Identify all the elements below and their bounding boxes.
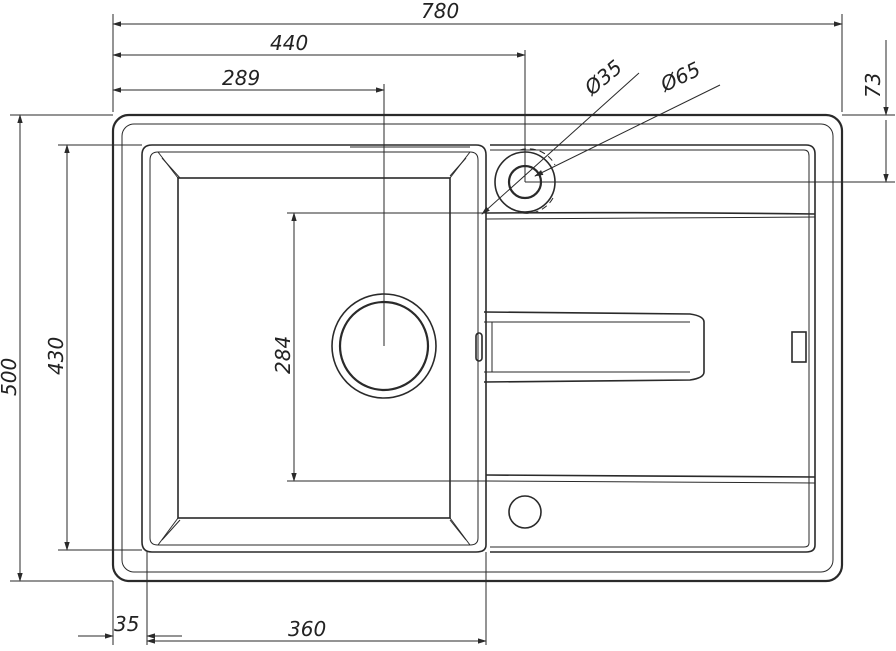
dim-tap-hole-large: Ø65 bbox=[534, 57, 721, 177]
dim-label-440: 440 bbox=[270, 31, 308, 55]
dim-label-284: 284 bbox=[271, 336, 295, 374]
dim-tap-hole-small: Ø35 bbox=[481, 55, 640, 215]
overflow bbox=[475, 332, 483, 362]
dim-label-780: 780 bbox=[421, 0, 459, 23]
dim-bowl-width: 35 360 bbox=[78, 552, 487, 645]
dim-drain-offset: 289 bbox=[112, 66, 385, 346]
dim-label-d65: Ø65 bbox=[656, 57, 704, 97]
sink-outline bbox=[111, 113, 844, 583]
dim-label-500: 500 bbox=[0, 358, 21, 396]
dim-label-430: 430 bbox=[44, 337, 68, 375]
drainer-board bbox=[483, 144, 816, 553]
dim-overall-width: 780 bbox=[112, 0, 843, 112]
dim-bowl-length: 284 bbox=[271, 212, 486, 482]
dim-label-289: 289 bbox=[222, 66, 260, 90]
dim-overall-depth: 500 bbox=[0, 114, 113, 582]
bowl bbox=[141, 144, 487, 553]
dim-tap-from-edge: 73 bbox=[525, 40, 895, 183]
dim-tap-offset: 440 bbox=[112, 31, 526, 182]
dim-label-73: 73 bbox=[861, 73, 885, 98]
dim-label-d35: Ø35 bbox=[579, 55, 627, 101]
dim-label-360: 360 bbox=[288, 617, 326, 641]
dim-bowl-depth: 430 bbox=[44, 144, 142, 551]
dim-label-35: 35 bbox=[114, 612, 139, 636]
